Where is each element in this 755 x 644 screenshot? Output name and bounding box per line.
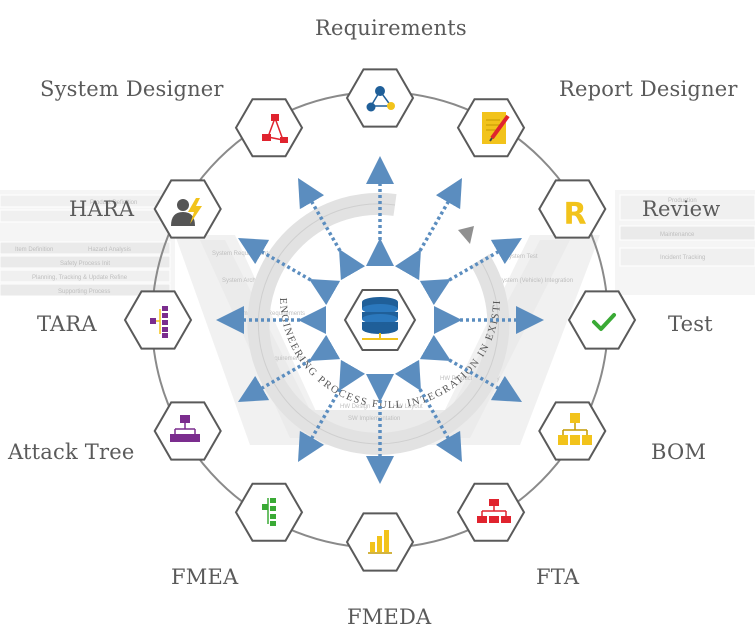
node-hex-fmea[interactable] xyxy=(234,482,304,542)
label-bom: BOM xyxy=(651,440,707,464)
label-requirements: Requirements xyxy=(315,16,467,40)
node-hex-fta[interactable] xyxy=(456,482,526,542)
fault-tree-icon xyxy=(477,499,511,523)
label-hara: HARA xyxy=(69,197,135,221)
checkmark-icon xyxy=(592,313,616,331)
attack-tree-icon xyxy=(170,415,200,442)
label-fmeda: FMEDA xyxy=(347,605,432,629)
system-graph-icon xyxy=(262,114,288,143)
bg-left-row: Safety Process Init xyxy=(60,261,110,267)
bar-chart-icon xyxy=(368,530,392,554)
node-hex-attack-tree[interactable] xyxy=(153,401,222,461)
cube-hierarchy-icon xyxy=(558,413,592,445)
arrow-system-designer xyxy=(297,177,366,281)
left-process-table: Product Definition Item Definition Hazar… xyxy=(0,190,175,297)
bg-left-row: Product Definition xyxy=(90,200,137,206)
label-fta: FTA xyxy=(536,565,580,589)
label-test: Test xyxy=(668,312,713,336)
node-hex-system-designer[interactable] xyxy=(234,98,304,158)
node-hex-tara[interactable] xyxy=(123,290,193,350)
bg-right-row: Maintenance xyxy=(660,232,695,238)
bg-left-row: Hazard Analysis xyxy=(88,247,131,253)
label-tara: TARA xyxy=(37,312,97,336)
label-report-designer: Report Designer xyxy=(559,77,738,101)
arrow-attack-tree xyxy=(237,334,341,403)
fmea-tree-icon xyxy=(262,498,276,526)
node-hex-bom[interactable] xyxy=(538,401,607,461)
bg-right-row: Production xyxy=(668,198,697,204)
label-review: Review xyxy=(642,197,721,221)
right-process-table: Production Maintenance Incident Tracking xyxy=(615,190,755,295)
svg-text:R: R xyxy=(563,197,586,232)
bg-vmodel-label: System (Vehicle) Integration xyxy=(498,278,573,284)
review-r-icon: R xyxy=(563,197,586,232)
node-hex-review[interactable] xyxy=(538,179,607,239)
arrow-fta xyxy=(394,359,463,463)
bg-left-row: Item Definition xyxy=(15,247,53,253)
hazard-person-icon xyxy=(171,198,202,226)
label-attack-tree: Attack Tree xyxy=(8,440,135,464)
arrow-review xyxy=(419,237,523,306)
node-icons: R xyxy=(150,86,616,554)
bg-left-row: Supporting Process xyxy=(58,289,110,295)
network-nodes-icon xyxy=(366,86,395,112)
label-system-designer: System Designer xyxy=(40,77,224,101)
report-pen-icon xyxy=(482,112,510,144)
database-icon xyxy=(362,297,398,340)
arrows-layer xyxy=(216,156,544,484)
arrow-report-designer xyxy=(394,177,463,281)
bg-vmodel-label: SW Implementation xyxy=(348,416,400,422)
node-hex-test[interactable] xyxy=(567,290,637,350)
central-hub xyxy=(343,289,417,351)
bg-right-row: Incident Tracking xyxy=(660,255,705,261)
tara-tree-icon xyxy=(150,306,168,338)
label-fmea: FMEA xyxy=(171,565,239,589)
bg-vmodel-label: System Test xyxy=(505,254,538,260)
bg-left-row: Planning, Tracking & Update Refine xyxy=(32,275,128,281)
node-hex-requirements[interactable] xyxy=(345,68,415,128)
bg-vmodel-label: Component Requirements xyxy=(235,311,305,317)
ring-arrowhead xyxy=(458,226,474,244)
